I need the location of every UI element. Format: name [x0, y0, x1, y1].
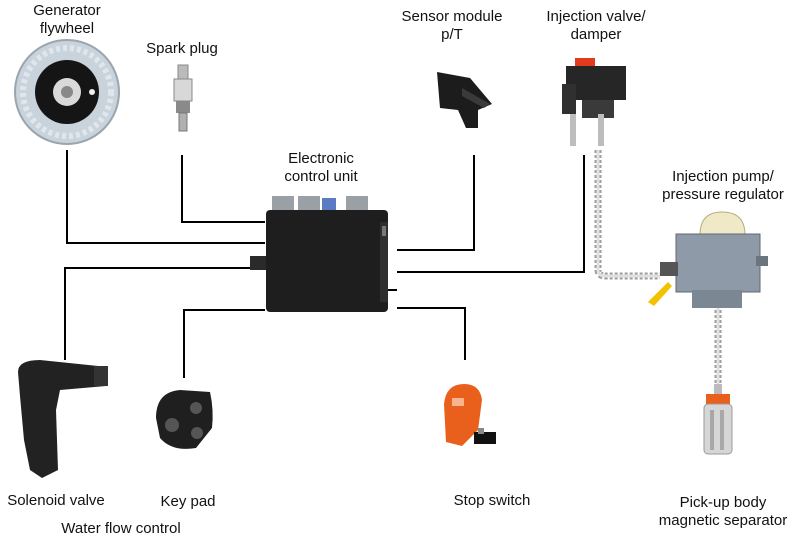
label-spark-plug-line1: Spark plug — [146, 40, 218, 57]
label-ecu-line1: Electronic — [288, 150, 354, 167]
generator-flywheel-image — [14, 39, 120, 145]
label-ecu: Electronic control unit — [262, 150, 380, 186]
label-generator-flywheel-line2: flywheel — [39, 20, 95, 37]
wire-sensor-ecu — [397, 155, 475, 251]
label-water-flow-control: Water flow control — [48, 520, 194, 538]
label-ecu-line2: control unit — [284, 168, 358, 185]
label-generator-flywheel: Generator flywheel — [12, 2, 122, 38]
wire-sparkplug-ecu — [181, 155, 265, 223]
label-generator-flywheel-line1: Generator — [33, 2, 101, 19]
injection-pump-image — [648, 211, 768, 308]
label-spark-plug: Spark plug — [128, 40, 236, 58]
label-solenoid-valve-line1: Solenoid valve — [7, 492, 105, 509]
label-injection-valve-line2: damper — [570, 26, 622, 43]
injection-valve-image — [562, 58, 626, 146]
label-pickup-body-line1: Pick-up body — [679, 494, 767, 511]
label-stop-switch: Stop switch — [436, 492, 548, 510]
label-stop-switch-line1: Stop switch — [453, 492, 531, 509]
label-injection-pump: Injection pump/ pressure regulator — [648, 168, 798, 204]
label-injection-valve: Injection valve/ damper — [532, 8, 660, 44]
label-injection-pump-line2: pressure regulator — [662, 186, 784, 203]
label-injection-valve-line1: Injection valve/ — [546, 8, 646, 25]
wire-solenoid-ecu — [64, 267, 265, 360]
label-injection-pump-line1: Injection pump/ — [672, 168, 774, 185]
wire-stop-ecu — [397, 307, 466, 360]
spark-plug-image — [173, 64, 193, 132]
label-pickup-body-line2: magnetic separator — [658, 512, 788, 529]
stop-switch-image — [444, 384, 496, 446]
label-sensor-module-line2: p/T — [441, 26, 463, 43]
key-pad-image — [156, 390, 213, 449]
label-sensor-module-line1: Sensor module — [401, 8, 503, 25]
solenoid-valve-image — [18, 360, 108, 478]
label-pickup-body: Pick-up body magnetic separator — [648, 494, 798, 530]
hoses — [594, 150, 722, 385]
label-key-pad-line1: Key pad — [160, 493, 216, 510]
sensor-module-image — [437, 72, 492, 128]
wiring — [64, 150, 585, 378]
ecu-image — [250, 196, 388, 312]
wire-generator-ecu — [66, 150, 265, 244]
label-sensor-module: Sensor module p/T — [388, 8, 516, 44]
label-key-pad: Key pad — [150, 493, 226, 511]
label-water-flow-control-line1: Water flow control — [61, 520, 181, 537]
pickup-body-image — [703, 384, 733, 455]
label-solenoid-valve: Solenoid valve — [0, 492, 112, 510]
wire-injectionvalve-ecu — [397, 155, 585, 273]
wire-keypad-ecu — [183, 309, 265, 378]
